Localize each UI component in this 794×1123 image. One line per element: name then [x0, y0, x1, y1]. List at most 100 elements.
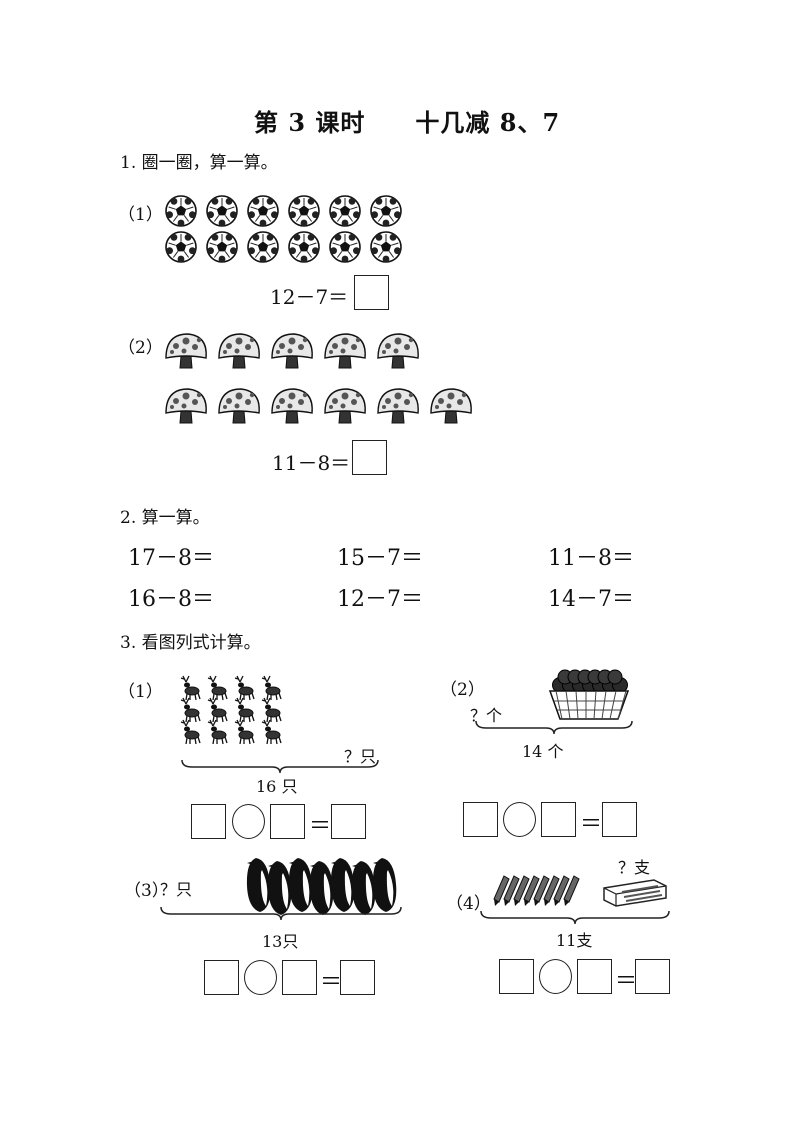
- soccer-ball-icon: [247, 231, 279, 263]
- brace: [181, 759, 379, 774]
- unknown-label: ？只: [160, 880, 193, 899]
- equals-sign: ＝: [615, 969, 638, 994]
- section-1-heading: 1. 圈一圈，算一算。: [120, 153, 278, 173]
- mushroom-icon: [430, 388, 472, 424]
- answer-box[interactable]: [541, 802, 576, 837]
- soccer-ball-icon: [288, 231, 320, 263]
- operator-circle[interactable]: [503, 802, 536, 837]
- calc-problem: 11－8＝: [548, 546, 634, 571]
- answer-box[interactable]: [191, 804, 226, 839]
- brace: [480, 910, 670, 925]
- equals-sign: ＝: [580, 812, 603, 837]
- section-3-heading: 3. 看图列式计算。: [120, 633, 261, 653]
- pencil-icon: [533, 875, 550, 906]
- section-1-part-2-label: （2）: [118, 338, 163, 358]
- section-2-heading: 2. 算一算。: [120, 508, 210, 528]
- unknown-label: ？只: [344, 747, 377, 766]
- soccer-ball-icon: [165, 231, 197, 263]
- basket-icon: [548, 669, 630, 720]
- deer-icon: [207, 675, 228, 701]
- deer-icon: [234, 697, 255, 723]
- pencil-icon: [543, 875, 560, 906]
- pencil-icon: [493, 875, 510, 906]
- answer-box[interactable]: [352, 440, 387, 475]
- pencil-icon: [553, 875, 570, 906]
- soccer-ball-icon: [370, 195, 402, 227]
- pencil-icon: [523, 875, 540, 906]
- section-3-part-3-label: （3）: [124, 881, 169, 901]
- section-1-part-2-equation: 11－8＝: [272, 451, 351, 475]
- soccer-ball-icon: [370, 231, 402, 263]
- deer-icon-group: [180, 675, 282, 745]
- section-1-part-1-equation: 12－7＝: [270, 285, 349, 309]
- section-3-part-2-label: （2）: [440, 680, 485, 700]
- answer-box[interactable]: [499, 959, 534, 994]
- answer-box[interactable]: [577, 959, 612, 994]
- calc-problem: 15－7＝: [337, 546, 423, 571]
- soccer-ball-group: [165, 195, 402, 263]
- answer-box[interactable]: [204, 960, 239, 995]
- soccer-ball-icon: [206, 195, 238, 227]
- mushroom-icon: [324, 388, 366, 424]
- deer-icon: [234, 675, 255, 701]
- answer-box[interactable]: [635, 959, 670, 994]
- calc-problem: 17－8＝: [128, 546, 214, 571]
- pencil-icon: [563, 875, 580, 906]
- soccer-ball-icon: [247, 195, 279, 227]
- operator-circle[interactable]: [539, 959, 572, 994]
- mushroom-icon: [324, 333, 366, 369]
- page-title: 第 3 课时 十几减 8、7: [254, 108, 561, 137]
- answer-box[interactable]: [340, 960, 375, 995]
- brace: [475, 720, 633, 735]
- penguin-icon-group: [246, 858, 397, 915]
- penguin-icon: [246, 858, 271, 912]
- answer-box[interactable]: [331, 804, 366, 839]
- calc-problem: 14－7＝: [548, 587, 634, 612]
- pencil-icon: [503, 875, 520, 906]
- unknown-label: ？个: [470, 706, 503, 725]
- mushroom-group: [165, 333, 472, 424]
- answer-box[interactable]: [270, 804, 305, 839]
- section-1-part-1-label: （1）: [118, 205, 163, 225]
- section-3-part-1-label: （1）: [118, 682, 163, 702]
- section-3-part-4-label: （4）: [446, 894, 491, 914]
- answer-box[interactable]: [354, 275, 389, 310]
- penguin-icon: [267, 861, 292, 915]
- mushroom-icon: [377, 333, 419, 369]
- penguin-icon: [351, 861, 376, 915]
- deer-icon: [180, 719, 201, 745]
- deer-icon: [234, 719, 255, 745]
- operator-circle[interactable]: [244, 960, 277, 995]
- total-label: 14 个: [522, 742, 564, 761]
- mushroom-icon: [271, 388, 313, 424]
- soccer-ball-icon: [329, 195, 361, 227]
- mushroom-icon: [271, 333, 313, 369]
- calc-problem: 16－8＝: [128, 587, 214, 612]
- deer-icon: [261, 719, 282, 745]
- mushroom-icon: [165, 388, 207, 424]
- soccer-ball-icon: [165, 195, 197, 227]
- basket-icon: [548, 669, 630, 720]
- total-label: 13只: [262, 932, 299, 951]
- deer-icon: [180, 697, 201, 723]
- mushroom-icon: [218, 388, 260, 424]
- answer-box[interactable]: [282, 960, 317, 995]
- total-label: 11支: [556, 931, 593, 950]
- calc-problem: 12－7＝: [337, 587, 423, 612]
- answer-box[interactable]: [463, 802, 498, 837]
- mushroom-icon: [218, 333, 260, 369]
- penguin-icon: [309, 861, 334, 915]
- soccer-ball-icon: [288, 195, 320, 227]
- operator-circle[interactable]: [232, 804, 265, 839]
- pencil-case-icon: [603, 879, 667, 907]
- deer-icon: [261, 697, 282, 723]
- mushroom-icon: [165, 333, 207, 369]
- unknown-label: ？支: [618, 858, 651, 877]
- answer-box[interactable]: [602, 802, 637, 837]
- equals-sign: ＝: [309, 814, 332, 839]
- deer-icon: [207, 697, 228, 723]
- pencil-icon: [513, 875, 530, 906]
- deer-icon: [207, 719, 228, 745]
- deer-icon: [261, 675, 282, 701]
- deer-icon: [180, 675, 201, 701]
